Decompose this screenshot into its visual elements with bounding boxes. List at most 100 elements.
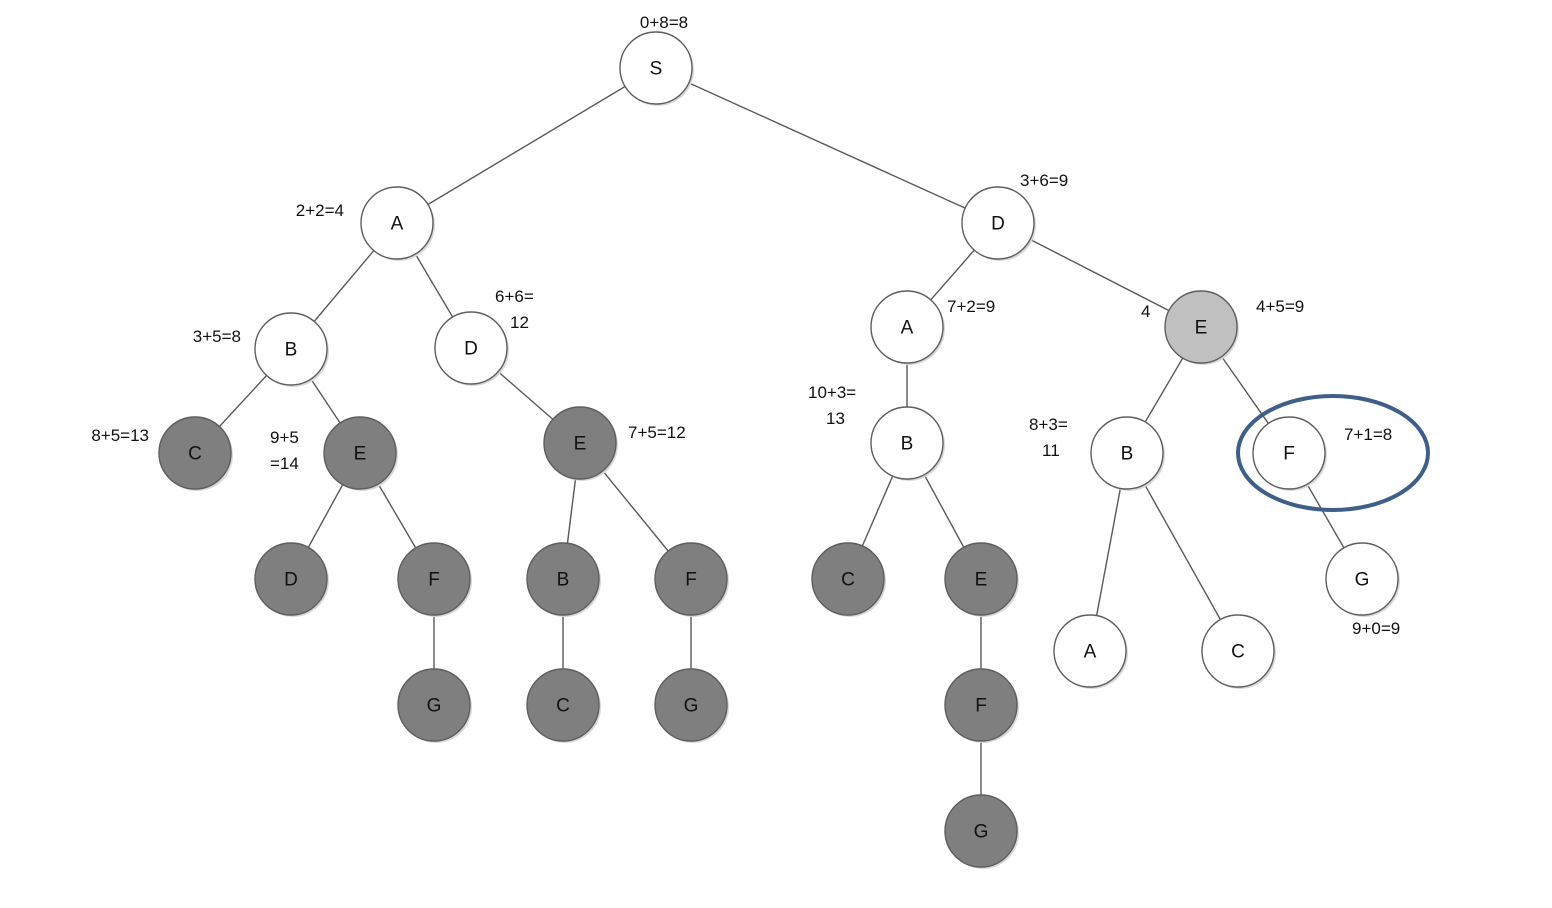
cost-label: 6+6= xyxy=(495,287,534,306)
node-label: E xyxy=(975,570,988,591)
node-label: E xyxy=(574,434,587,455)
node-label: A xyxy=(1084,642,1097,663)
node-label: F xyxy=(428,570,440,591)
node-label: G xyxy=(684,696,699,717)
cost-label: 4 xyxy=(1141,302,1150,321)
tree-node-f: F xyxy=(944,668,1019,743)
node-circle-pruned xyxy=(397,668,471,742)
tree-node-g: G xyxy=(1325,542,1400,617)
node-circle-pruned xyxy=(654,668,728,742)
cost-label: 7+1=8 xyxy=(1344,425,1392,444)
cost-label: 12 xyxy=(510,313,529,332)
node-label: G xyxy=(974,822,989,843)
tree-node-b: B xyxy=(1090,416,1165,491)
cost-label: 11 xyxy=(1042,441,1060,460)
node-label: F xyxy=(1283,444,1295,465)
tree-node-c: C xyxy=(526,668,601,743)
node-label: F xyxy=(685,570,697,591)
tree-node-a: A xyxy=(1053,614,1128,689)
highlight-layer xyxy=(1236,394,1430,512)
cost-label: 8+5=13 xyxy=(91,426,149,445)
node-circle-unexpanded xyxy=(1252,416,1326,490)
cost-label: 3+6=9 xyxy=(1020,171,1068,190)
node-circle-unexpanded xyxy=(870,406,944,480)
node-label: D xyxy=(464,339,478,360)
tree-edge xyxy=(396,67,657,224)
node-label: S xyxy=(650,59,663,80)
tree-node-a: A xyxy=(360,186,435,261)
node-label: A xyxy=(391,214,404,235)
node-circle-pruned xyxy=(526,668,600,742)
tree-node-e: E xyxy=(323,416,398,491)
node-circle-unexpanded xyxy=(961,186,1035,260)
tree-node-c: C xyxy=(1201,614,1276,689)
cost-label: 13 xyxy=(826,409,845,428)
node-circle-unexpanded xyxy=(1090,416,1164,490)
cost-label: 10+3= xyxy=(808,383,856,402)
node-label: B xyxy=(901,434,914,455)
tree-node-s: S xyxy=(619,31,694,106)
cost-label: =14 xyxy=(270,454,299,473)
cost-label: 4+5=9 xyxy=(1256,297,1304,316)
node-label: B xyxy=(557,570,570,591)
node-circle-pruned xyxy=(944,794,1018,868)
tree-node-a: A xyxy=(870,290,945,365)
node-circle-unexpanded xyxy=(360,186,434,260)
cost-label: 8+3= xyxy=(1029,415,1068,434)
tree-node-f: F xyxy=(654,542,729,617)
tree-node-g: G xyxy=(944,794,1019,869)
tree-node-b: B xyxy=(526,542,601,617)
highlight-ellipse xyxy=(1236,394,1430,512)
node-label: C xyxy=(188,444,202,465)
cost-label: 2+2=4 xyxy=(296,201,344,220)
tree-node-g: G xyxy=(397,668,472,743)
tree-node-g: G xyxy=(654,668,729,743)
tree-node-e: E xyxy=(944,542,1019,617)
node-label: B xyxy=(285,340,298,361)
node-label: A xyxy=(901,318,914,339)
tree-node-b: B xyxy=(870,406,945,481)
node-circle-unexpanded xyxy=(254,312,328,386)
cost-label: 7+5=12 xyxy=(628,423,686,442)
node-circle-pruned xyxy=(323,416,397,490)
node-circle-unexpanded xyxy=(870,290,944,364)
node-circle-unexpanded xyxy=(1053,614,1127,688)
tree-node-e: E xyxy=(1164,290,1239,365)
node-circle-unexpanded xyxy=(1325,542,1399,616)
node-label: D xyxy=(991,214,1005,235)
tree-node-f: F xyxy=(1252,416,1327,491)
node-label: D xyxy=(284,570,298,591)
cost-labels-layer: 0+8=8 2+2=4 3+6=9 3+5=8 6+6= 12 8+5=13 9+5 =14 7+… xyxy=(91,13,1400,638)
cost-label: 7+2=9 xyxy=(947,297,995,316)
tree-node-d: D xyxy=(434,311,509,386)
node-circle-unexpanded xyxy=(619,31,693,105)
nodes-layer: S A D B D C E D F G E B F C G A E B C E F G B F A C G xyxy=(158,31,1400,869)
node-label: B xyxy=(1121,444,1134,465)
node-circle-pruned xyxy=(654,542,728,616)
node-circle-current xyxy=(1164,290,1238,364)
node-circle-pruned xyxy=(944,542,1018,616)
cost-label: 9+5 xyxy=(270,428,299,447)
node-circle-pruned xyxy=(254,542,328,616)
tree-node-f: F xyxy=(397,542,472,617)
tree-node-e: E xyxy=(543,406,618,481)
node-circle-pruned xyxy=(944,668,1018,742)
node-label: G xyxy=(427,696,442,717)
node-circle-unexpanded xyxy=(1201,614,1275,688)
node-circle-pruned xyxy=(158,416,232,490)
tree-node-b: B xyxy=(254,312,329,387)
node-label: F xyxy=(975,696,987,717)
tree-node-c: C xyxy=(158,416,233,491)
node-circle-pruned xyxy=(526,542,600,616)
node-label: G xyxy=(1355,570,1370,591)
node-circle-pruned xyxy=(397,542,471,616)
cost-label: 3+5=8 xyxy=(193,327,241,346)
tree-node-c: C xyxy=(811,542,886,617)
tree-node-d: D xyxy=(254,542,329,617)
node-circle-pruned xyxy=(543,406,617,480)
node-label: C xyxy=(1231,642,1245,663)
cost-label: 9+0=9 xyxy=(1352,619,1400,638)
node-circle-pruned xyxy=(811,542,885,616)
cost-label: 0+8=8 xyxy=(640,13,688,32)
